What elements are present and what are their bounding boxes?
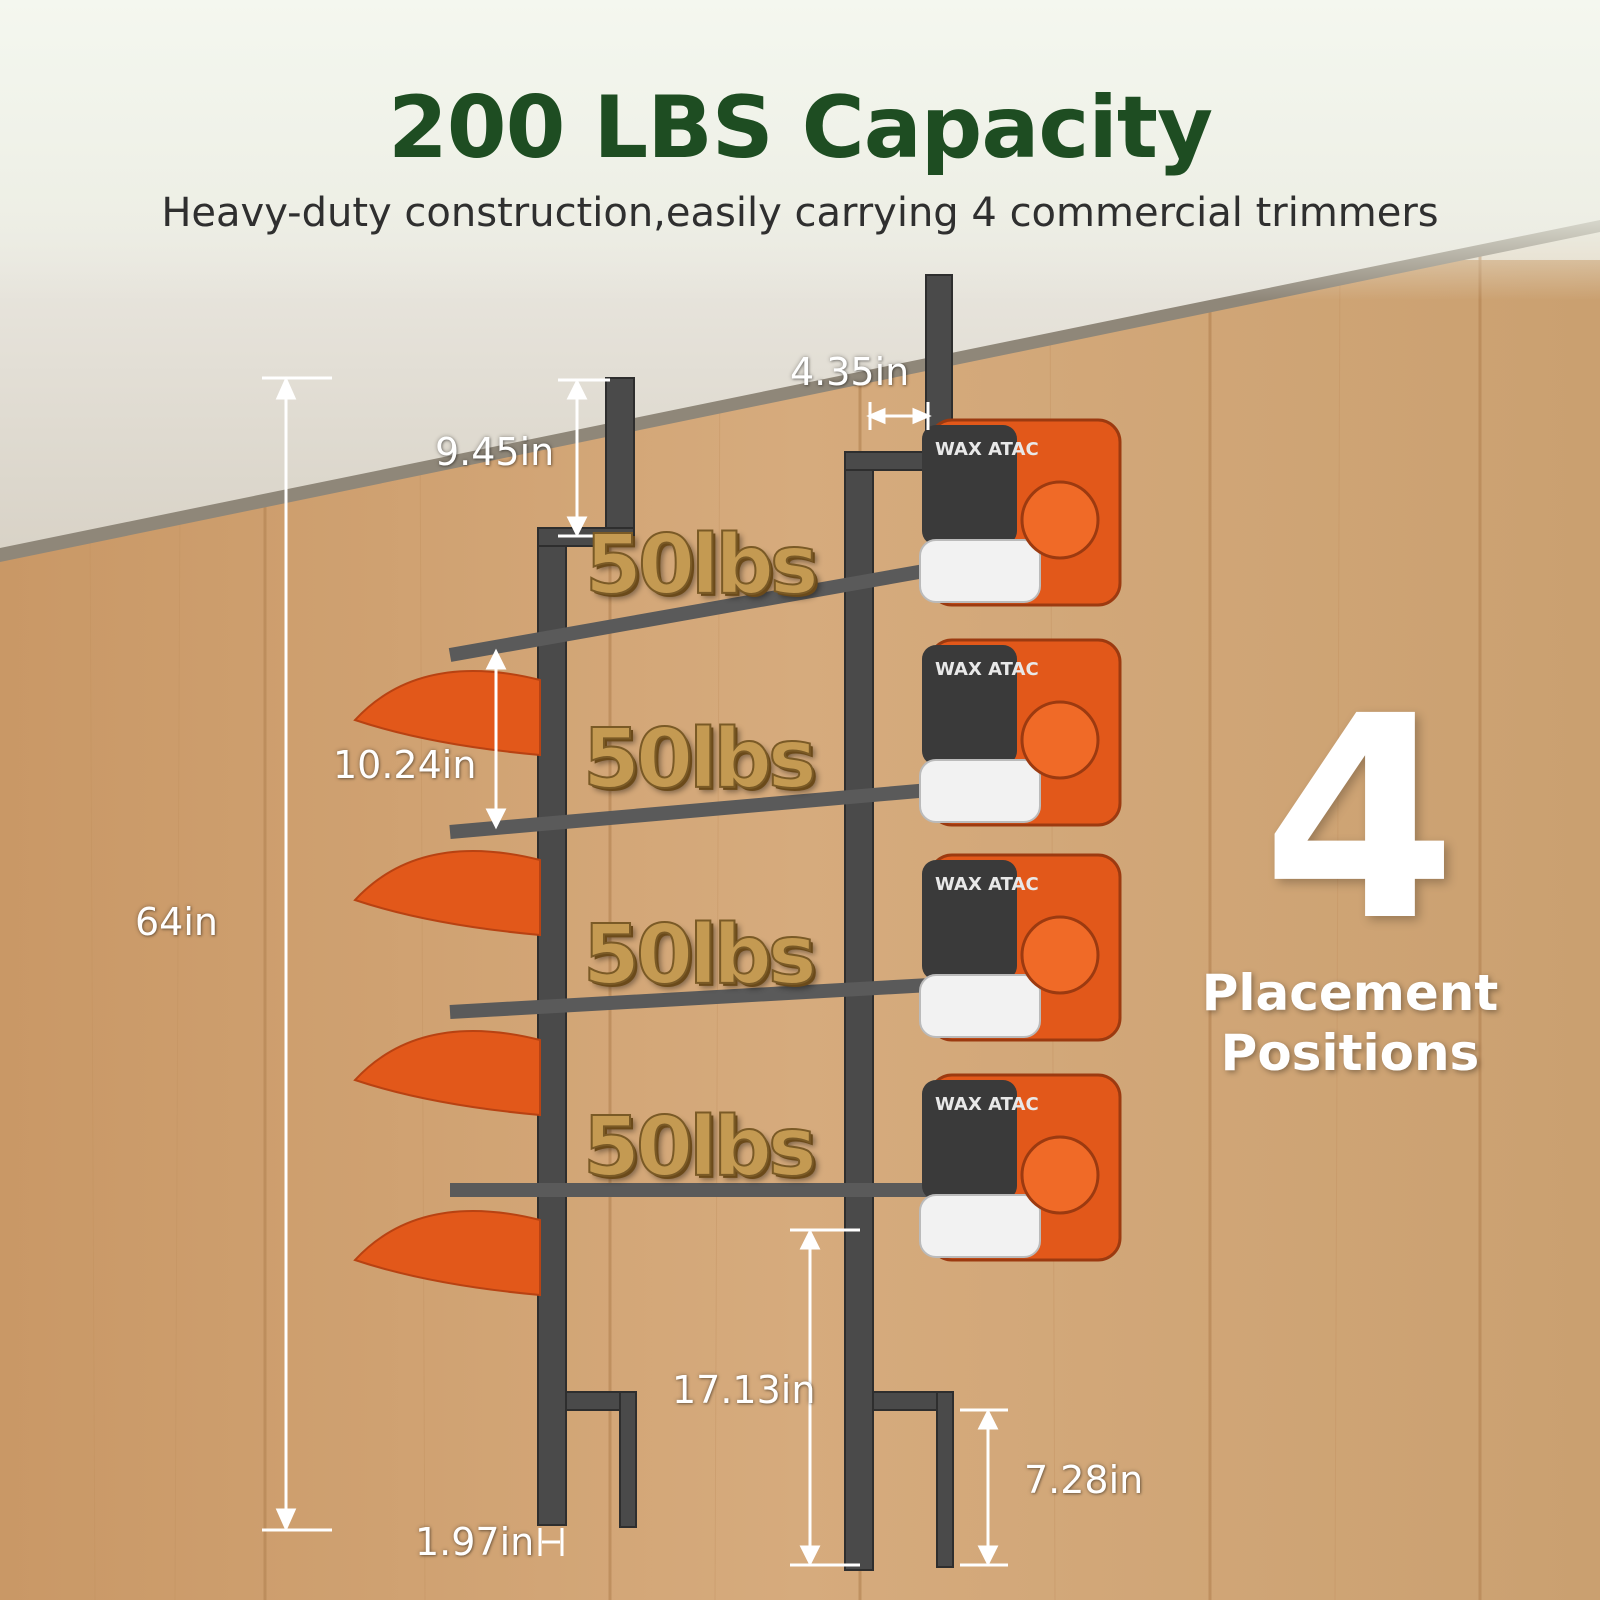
trimmers: WAX ATAC WAX ATAC WAX ATAC WAX ATAC (353, 418, 1122, 1297)
rack-left-hanger (605, 377, 635, 539)
load-label-2: 50lbs (582, 711, 818, 808)
page-subtitle: Heavy-duty construction,easily carrying … (161, 190, 1439, 236)
dimension-lines (262, 376, 1008, 1567)
dimension-top-extension: 9.45in (435, 430, 555, 474)
load-label-1: 50lbs (584, 517, 820, 614)
storage-rack (537, 274, 954, 1571)
dimension-foot-depth: 1.97in (415, 1520, 535, 1564)
rack-right-post (844, 454, 874, 1571)
trimmer-2 (353, 638, 1122, 937)
placement-label-line2: Positions (1220, 1024, 1480, 1082)
trimmer-decal-3: WAX ATAC (935, 874, 1039, 895)
trimmer-decal-4: WAX ATAC (935, 1094, 1039, 1115)
trimmer-decal-1: WAX ATAC (935, 439, 1039, 460)
load-label-3: 50lbs (582, 907, 818, 1004)
ceiling-trim (0, 220, 1600, 562)
rack-left-post (537, 529, 567, 1526)
page-title: 200 LBS Capacity (387, 78, 1213, 178)
dimension-arm-offset: 4.35in (790, 350, 910, 394)
load-label-4: 50lbs (582, 1099, 818, 1196)
header-fade (0, 0, 1600, 300)
trimmer-decal-2: WAX ATAC (935, 659, 1039, 680)
dimension-bottom-gap: 17.13in (672, 1368, 816, 1412)
trimmer-3 (353, 853, 1122, 1117)
dimension-foot-height: 7.28in (1024, 1458, 1144, 1502)
placement-count: 4 (1262, 657, 1457, 983)
trimmer-4 (353, 1073, 1122, 1297)
dimension-total-height: 64in (135, 900, 218, 944)
placement-label-line1: Placement (1201, 964, 1499, 1022)
trimmer-1 (353, 418, 1122, 757)
dimension-shelf-spacing: 10.24in (333, 743, 477, 787)
